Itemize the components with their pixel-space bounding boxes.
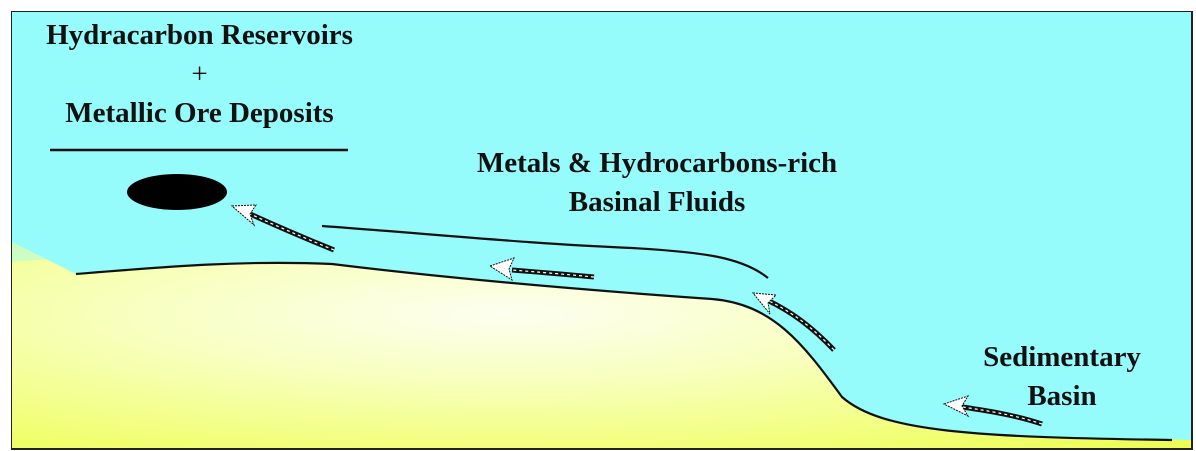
sediment-body	[12, 242, 1191, 448]
flow-arrow-basin	[942, 395, 1043, 427]
fluids-line-2: Basinal Fluids	[568, 186, 746, 218]
reservoir-ellipse	[127, 174, 227, 210]
title-line-1: Hydracarbon Reservoirs	[46, 19, 353, 51]
basin-line-1: Sedimentary	[983, 341, 1141, 373]
title-line-3: Metallic Ore Deposits	[65, 97, 334, 129]
flow-arrow-carrier	[488, 257, 595, 282]
sedimentary-basin-label: Sedimentary Basin	[942, 343, 1182, 421]
fluids-line-1: Metals & Hydrocarbons-rich	[476, 147, 838, 179]
basin-line-2: Basin	[1027, 380, 1097, 412]
reservoir-ore-title: Hydracarbon Reservoirs + Metallic Ore De…	[12, 21, 387, 138]
diagram-frame: Hydracarbon Reservoirs + Metallic Ore De…	[11, 11, 1193, 450]
flow-arrow-slope	[751, 292, 836, 352]
carrier-bed-line	[321, 224, 769, 279]
basin-floor-line	[75, 261, 1173, 442]
basinal-fluids-label: Metals & Hydrocarbons-rich Basinal Fluid…	[437, 149, 877, 227]
flow-arrow-reservoir	[230, 204, 335, 253]
diagram-canvas	[12, 148, 1191, 448]
title-plus: +	[191, 58, 208, 90]
